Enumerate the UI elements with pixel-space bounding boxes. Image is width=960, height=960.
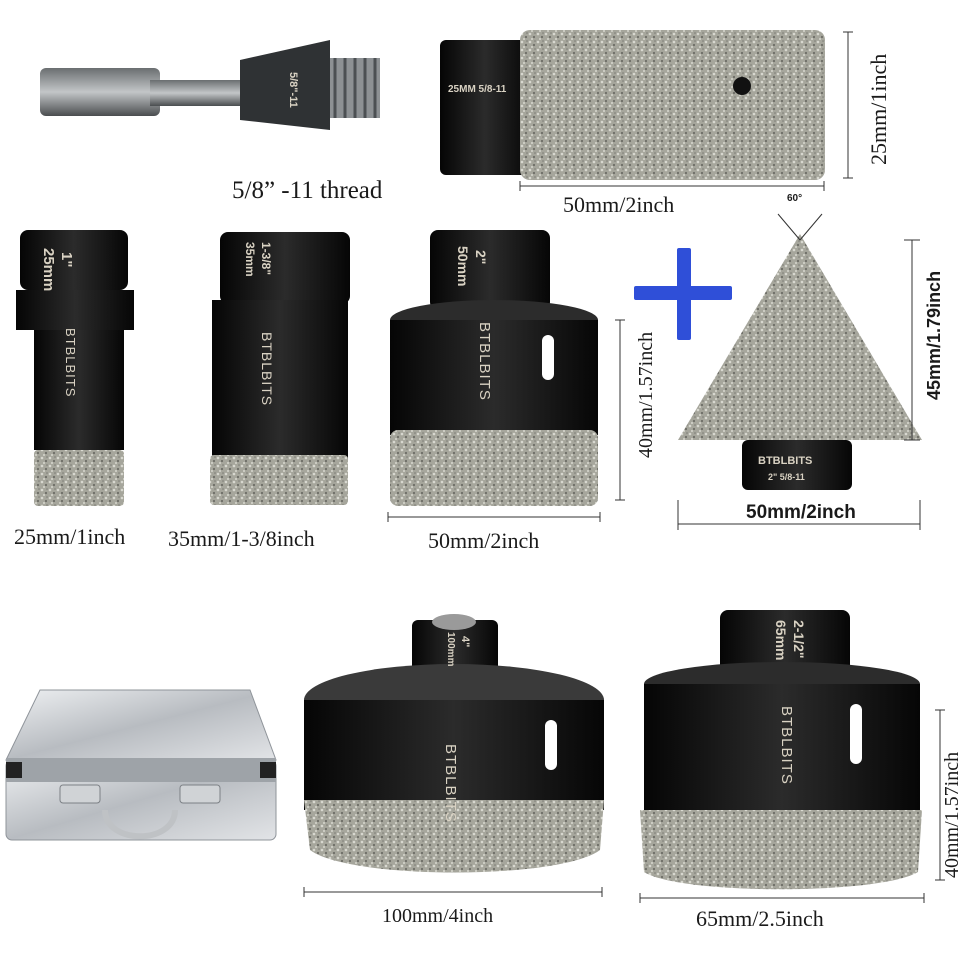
finger-stamp: 25MM 5/8-11: [448, 84, 507, 95]
b100-stamp-inch: 4": [459, 636, 471, 647]
b100-stamp-mm: 100mm: [445, 632, 456, 667]
finger-length-label: 50mm/2inch: [563, 192, 674, 217]
b65-brand: BTBLBITS: [778, 706, 795, 785]
b35-stamp-mm: 35mm: [243, 242, 257, 277]
b35-stamp-inch: 1-3/8": [259, 242, 273, 275]
sds-adapter: 5/8"-11: [40, 40, 380, 130]
adapter-stamp: 5/8"-11: [287, 72, 299, 108]
b25-brand: BTBLBITS: [63, 328, 78, 397]
core-bit-25mm: 1" 25mm BTBLBITS: [16, 230, 134, 506]
bit50-height-label: 40mm/1.57inch: [635, 332, 657, 458]
finger-height-label: 25mm/1inch: [866, 54, 891, 165]
chamfer-height-label: 45mm/1.79inch: [924, 271, 944, 400]
bit65-dim-lines: [639, 709, 945, 903]
core-bit-100mm: 4" 100mm BTBLBITS: [304, 614, 604, 873]
chamfer-bit: BTBLBITS 2" 5/8-11: [678, 234, 922, 490]
finger-dim-lines: [519, 31, 853, 191]
storage-case: [5, 689, 277, 841]
bit35-label: 35mm/1-3/8inch: [168, 526, 315, 551]
chamfer-dim-lines: [677, 213, 921, 530]
bit100-label: 100mm/4inch: [382, 905, 493, 927]
bit65-height-label: 40mm/1.57inch: [941, 752, 960, 878]
chamfer-width-label: 50mm/2inch: [746, 502, 856, 523]
bit25-label: 25mm/1inch: [14, 524, 125, 549]
core-bit-65mm: 2-1/2" 65mm BTBLBITS: [640, 610, 922, 890]
bit65-label: 65mm/2.5inch: [696, 906, 824, 931]
b100-brand: BTBLBITS: [442, 744, 459, 823]
b50-stamp-mm: 50mm: [455, 246, 471, 286]
adapter-thread-label: 5/8” -11 thread: [232, 177, 383, 204]
b65-stamp-inch: 2-1/2": [791, 620, 807, 659]
bit100-dim-lines: [303, 887, 603, 897]
b50-brand: BTBLBITS: [476, 322, 493, 401]
b65-stamp-mm: 65mm: [773, 620, 789, 660]
bit50-label: 50mm/2inch: [428, 528, 539, 553]
core-bit-50mm: 2" 50mm BTBLBITS: [390, 230, 598, 506]
b25-stamp-inch: 1": [58, 252, 75, 267]
chamfer-brand: BTBLBITS: [758, 455, 812, 467]
b50-stamp-inch: 2": [473, 250, 489, 264]
plus-icon: [634, 248, 732, 340]
chamfer-size-stamp: 2" 5/8-11: [768, 472, 805, 482]
b35-brand: BTBLBITS: [259, 332, 275, 406]
finger-bit: 25MM 5/8-11: [440, 30, 825, 180]
b25-stamp-mm: 25mm: [40, 248, 57, 291]
chamfer-angle-label: 60°: [787, 193, 802, 204]
bit50-dim-lines: [387, 319, 625, 522]
core-bit-35mm: 1-3/8" 35mm BTBLBITS: [210, 232, 350, 505]
